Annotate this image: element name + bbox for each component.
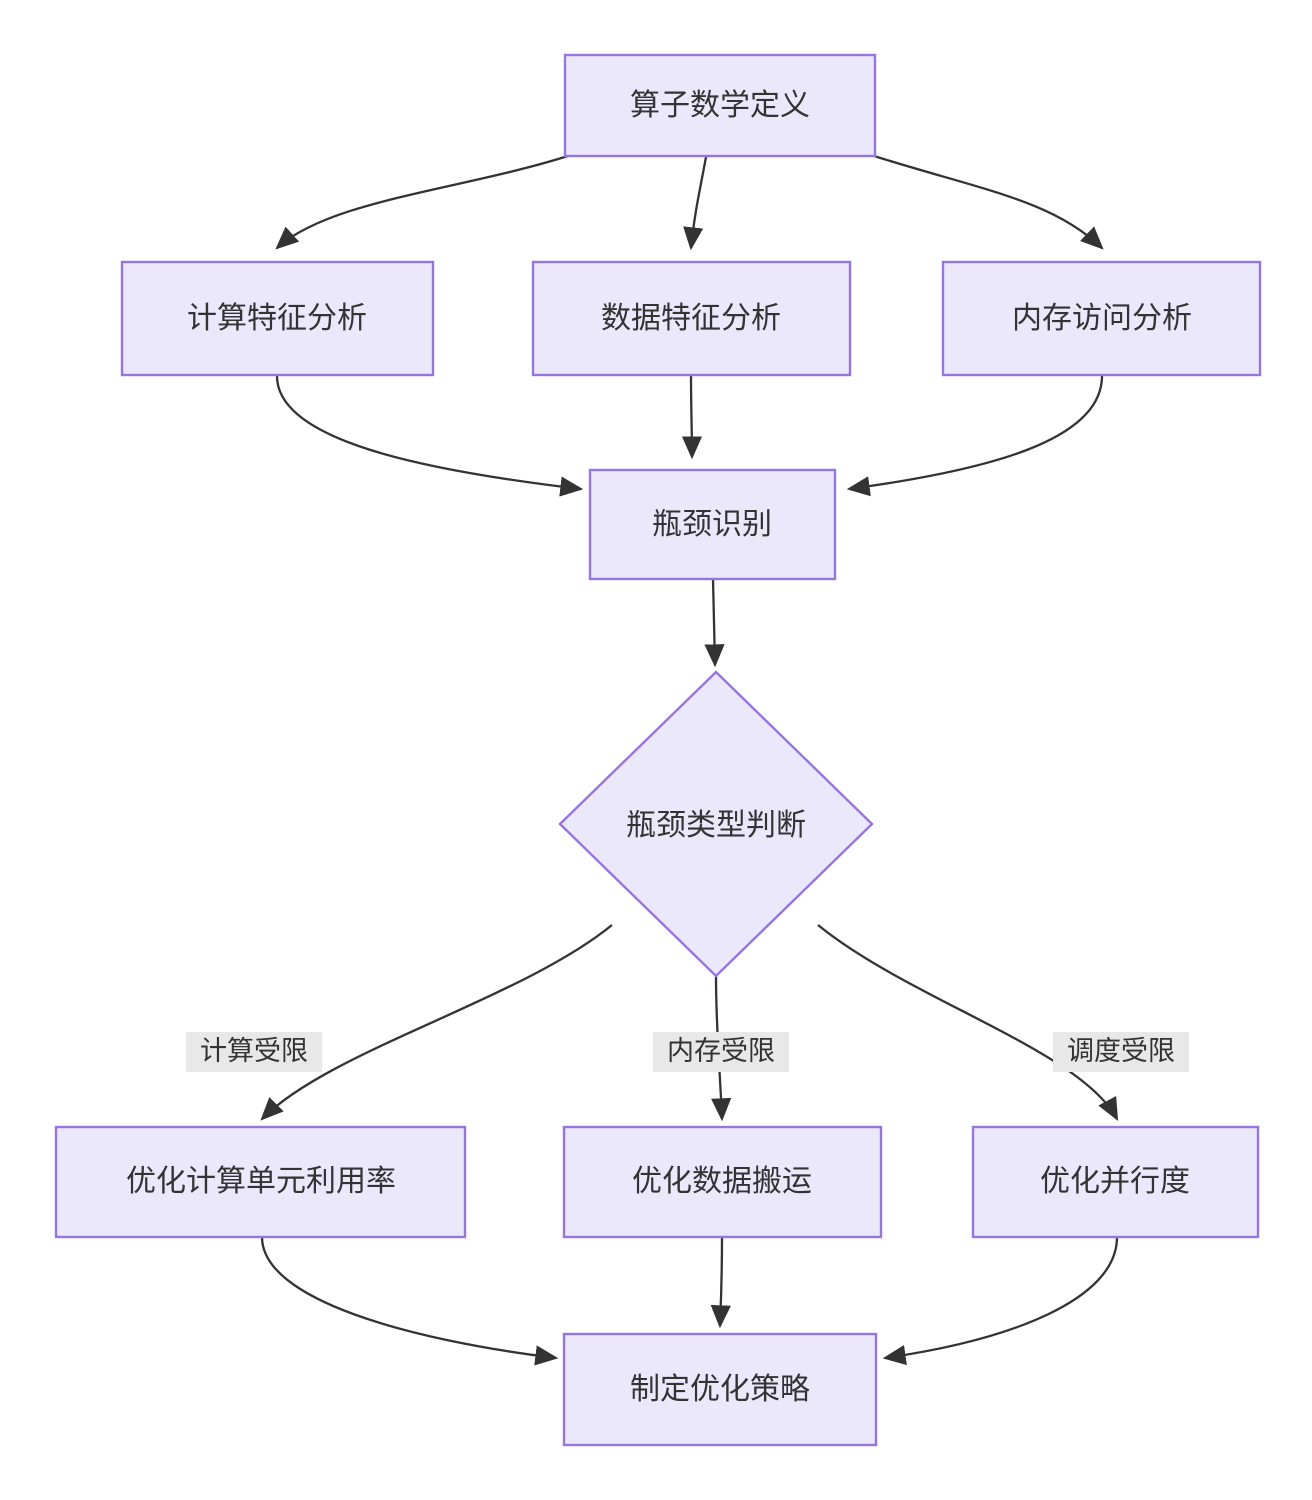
node-formulate-optimization-strategy-label: 制定优化策略 <box>630 1373 810 1406</box>
node-data-feature-analysis-label: 数据特征分析 <box>601 302 781 335</box>
edge-n7-n10 <box>260 1236 559 1366</box>
node-optimize-data-movement-label: 优化数据搬运 <box>632 1165 812 1198</box>
node-formulate-optimization-strategy[interactable]: 制定优化策略 <box>562 1332 878 1447</box>
node-bottleneck-identification-label: 瓶颈识别 <box>652 508 772 541</box>
edge-label-memory-bound-bg <box>653 1032 789 1072</box>
edge-n3-n5 <box>681 375 703 460</box>
node-bottleneck-identification[interactable]: 瓶颈识别 <box>588 468 837 581</box>
node-bottleneck-type-decision-shape[interactable] <box>558 670 874 978</box>
node-data-feature-analysis-shape[interactable] <box>531 260 852 377</box>
edge-n1-n4 <box>873 154 1104 250</box>
nodes-layer: 算子数学定义 计算特征分析 数据特征分析 内存访问分析 瓶颈识别 瓶颈类型判断 <box>54 53 1262 1447</box>
node-operator-math-definition-label: 算子数学定义 <box>630 89 810 122</box>
node-memory-access-analysis-shape[interactable] <box>941 260 1262 377</box>
edge-labels-layer: 计算受限 内存受限 调度受限 <box>186 1032 1189 1072</box>
edge-label-memory-bound: 内存受限 <box>653 1032 789 1072</box>
node-compute-feature-analysis[interactable]: 计算特征分析 <box>120 260 435 377</box>
node-bottleneck-identification-shape[interactable] <box>588 468 837 581</box>
edges-layer <box>260 154 1119 1366</box>
node-optimize-parallelism[interactable]: 优化并行度 <box>971 1125 1260 1239</box>
edge-n4-n5 <box>846 375 1104 497</box>
edge-n1-n3 <box>683 156 708 251</box>
edge-label-compute-bound-text: 计算受限 <box>200 1036 308 1066</box>
node-optimize-parallelism-label: 优化并行度 <box>1040 1165 1190 1198</box>
edge-label-schedule-bound-bg <box>1053 1032 1189 1072</box>
edge-label-schedule-bound: 调度受限 <box>1053 1032 1189 1072</box>
node-bottleneck-type-decision-label: 瓶颈类型判断 <box>626 809 806 842</box>
edge-label-compute-bound-bg <box>186 1032 322 1072</box>
node-optimize-parallelism-shape[interactable] <box>971 1125 1260 1239</box>
node-operator-math-definition-shape[interactable] <box>563 53 877 158</box>
edge-label-schedule-bound-text: 调度受限 <box>1067 1036 1175 1066</box>
edge-n6-n9 <box>817 924 1119 1122</box>
node-formulate-optimization-strategy-shape[interactable] <box>562 1332 878 1447</box>
edge-n9-n10 <box>882 1236 1119 1366</box>
node-data-feature-analysis[interactable]: 数据特征分析 <box>531 260 852 377</box>
node-optimize-compute-unit-utilization-shape[interactable] <box>54 1125 467 1239</box>
edge-label-compute-bound: 计算受限 <box>186 1032 322 1072</box>
node-memory-access-analysis-label: 内存访问分析 <box>1012 302 1192 335</box>
node-compute-feature-analysis-label: 计算特征分析 <box>187 302 367 335</box>
node-optimize-compute-unit-utilization[interactable]: 优化计算单元利用率 <box>54 1125 467 1239</box>
edge-n2-n3-placeholder <box>275 375 584 497</box>
node-compute-feature-analysis-shape[interactable] <box>120 260 435 377</box>
node-optimize-data-movement-shape[interactable] <box>562 1125 883 1239</box>
edge-n1-n2 <box>275 154 569 250</box>
node-memory-access-analysis[interactable]: 内存访问分析 <box>941 260 1262 377</box>
node-optimize-data-movement[interactable]: 优化数据搬运 <box>562 1125 883 1239</box>
edge-n5-n6 <box>704 578 725 668</box>
node-bottleneck-type-decision[interactable]: 瓶颈类型判断 <box>558 670 874 978</box>
node-optimize-compute-unit-utilization-label: 优化计算单元利用率 <box>126 1165 396 1198</box>
node-operator-math-definition[interactable]: 算子数学定义 <box>563 53 877 158</box>
edge-n8-n10 <box>710 1236 731 1329</box>
edge-label-memory-bound-text: 内存受限 <box>667 1036 775 1066</box>
edge-n6-n7 <box>260 924 613 1121</box>
